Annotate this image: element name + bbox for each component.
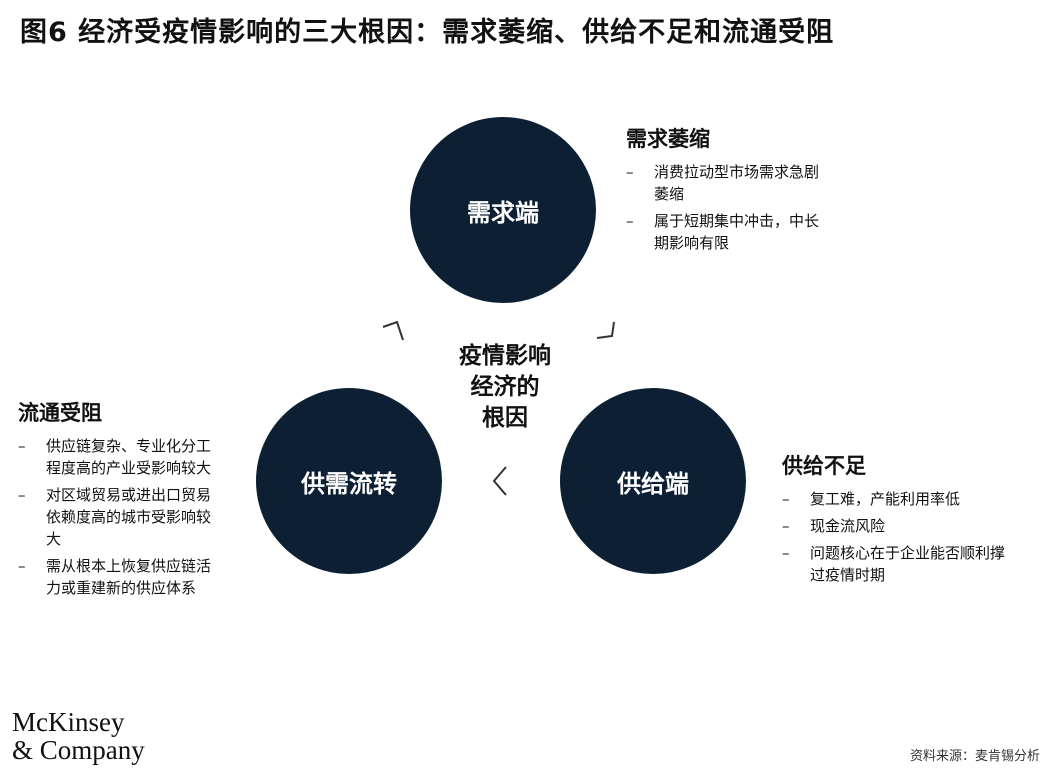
supply-heading: 供给不足 — [782, 453, 866, 478]
flow-circle: 供需流转 — [256, 388, 442, 574]
demand-heading: 需求萎缩 — [626, 126, 710, 151]
list-item-text: 对区域贸易或进出口贸易依赖度高的城市受影响较大 — [46, 486, 212, 548]
center-label: 疫情影响 经济的 根因 — [440, 340, 570, 433]
dash: – — [626, 163, 634, 181]
logo-line: McKinsey — [12, 707, 125, 737]
arrow-top-left — [382, 320, 404, 341]
list-item-text: 供应链复杂、专业化分工程度高的产业受影响较大 — [46, 437, 212, 477]
supply-block: 供给不足 – 复工难，产能利用率低 – 现金流风险 – 问题核心在于企业能否顺利撑过疫… — [782, 450, 1012, 591]
list-item: – 需从根本上恢复供应链活力或重建新的供应体系 — [18, 555, 223, 599]
demand-side-label: 需求端 — [467, 197, 539, 227]
page-title: 图6 经济受疫情影响的三大根因：需求萎缩、供给不足和流通受阻 — [20, 17, 835, 48]
list-item-text: 问题核心在于企业能否顺利撑过疫情时期 — [810, 544, 1006, 584]
dash: – — [18, 486, 26, 504]
center-label-line: 经济的 — [470, 373, 540, 400]
flow-label: 供需流转 — [301, 468, 397, 498]
dash: – — [782, 544, 790, 562]
dash: – — [18, 557, 26, 575]
dash: – — [626, 212, 634, 230]
dash: – — [18, 437, 26, 455]
list-item: – 供应链复杂、专业化分工程度高的产业受影响较大 — [18, 435, 223, 479]
dash: – — [782, 517, 790, 535]
logo-line: & Company — [12, 735, 145, 765]
dash: – — [782, 490, 790, 508]
list-item: – 消费拉动型市场需求急剧萎缩 — [626, 161, 826, 205]
arrow-bottom — [492, 466, 507, 496]
mckinsey-logo: McKinsey & Company — [12, 708, 145, 764]
demand-block: 需求萎缩 – 消费拉动型市场需求急剧萎缩 – 属于短期集中冲击，中长期影响有限 — [626, 123, 826, 259]
source-note: 资料来源：麦肯锡分析 — [909, 749, 1040, 764]
list-item: – 对区域贸易或进出口贸易依赖度高的城市受影响较大 — [18, 484, 223, 550]
flow-heading: 流通受阻 — [18, 400, 102, 425]
list-item-text: 复工难，产能利用率低 — [810, 490, 961, 508]
supply-side-circle: 供给端 — [560, 388, 746, 574]
center-label-line: 疫情影响 — [459, 342, 551, 369]
list-item: – 现金流风险 — [782, 515, 1012, 537]
supply-side-label: 供给端 — [617, 468, 689, 498]
list-item: – 属于短期集中冲击，中长期影响有限 — [626, 210, 826, 254]
arrow-top-right — [596, 321, 615, 339]
list-item-text: 属于短期集中冲击，中长期影响有限 — [654, 212, 820, 252]
center-label-line: 根因 — [482, 404, 528, 431]
list-item-text: 消费拉动型市场需求急剧萎缩 — [654, 163, 820, 203]
list-item-text: 需从根本上恢复供应链活力或重建新的供应体系 — [46, 557, 212, 597]
flow-block: 流通受阻 – 供应链复杂、专业化分工程度高的产业受影响较大 – 对区域贸易或进出口贸… — [18, 397, 223, 604]
list-item: – 复工难，产能利用率低 — [782, 488, 1012, 510]
list-item-text: 现金流风险 — [810, 517, 886, 535]
demand-side-circle: 需求端 — [410, 117, 596, 303]
list-item: – 问题核心在于企业能否顺利撑过疫情时期 — [782, 542, 1012, 586]
